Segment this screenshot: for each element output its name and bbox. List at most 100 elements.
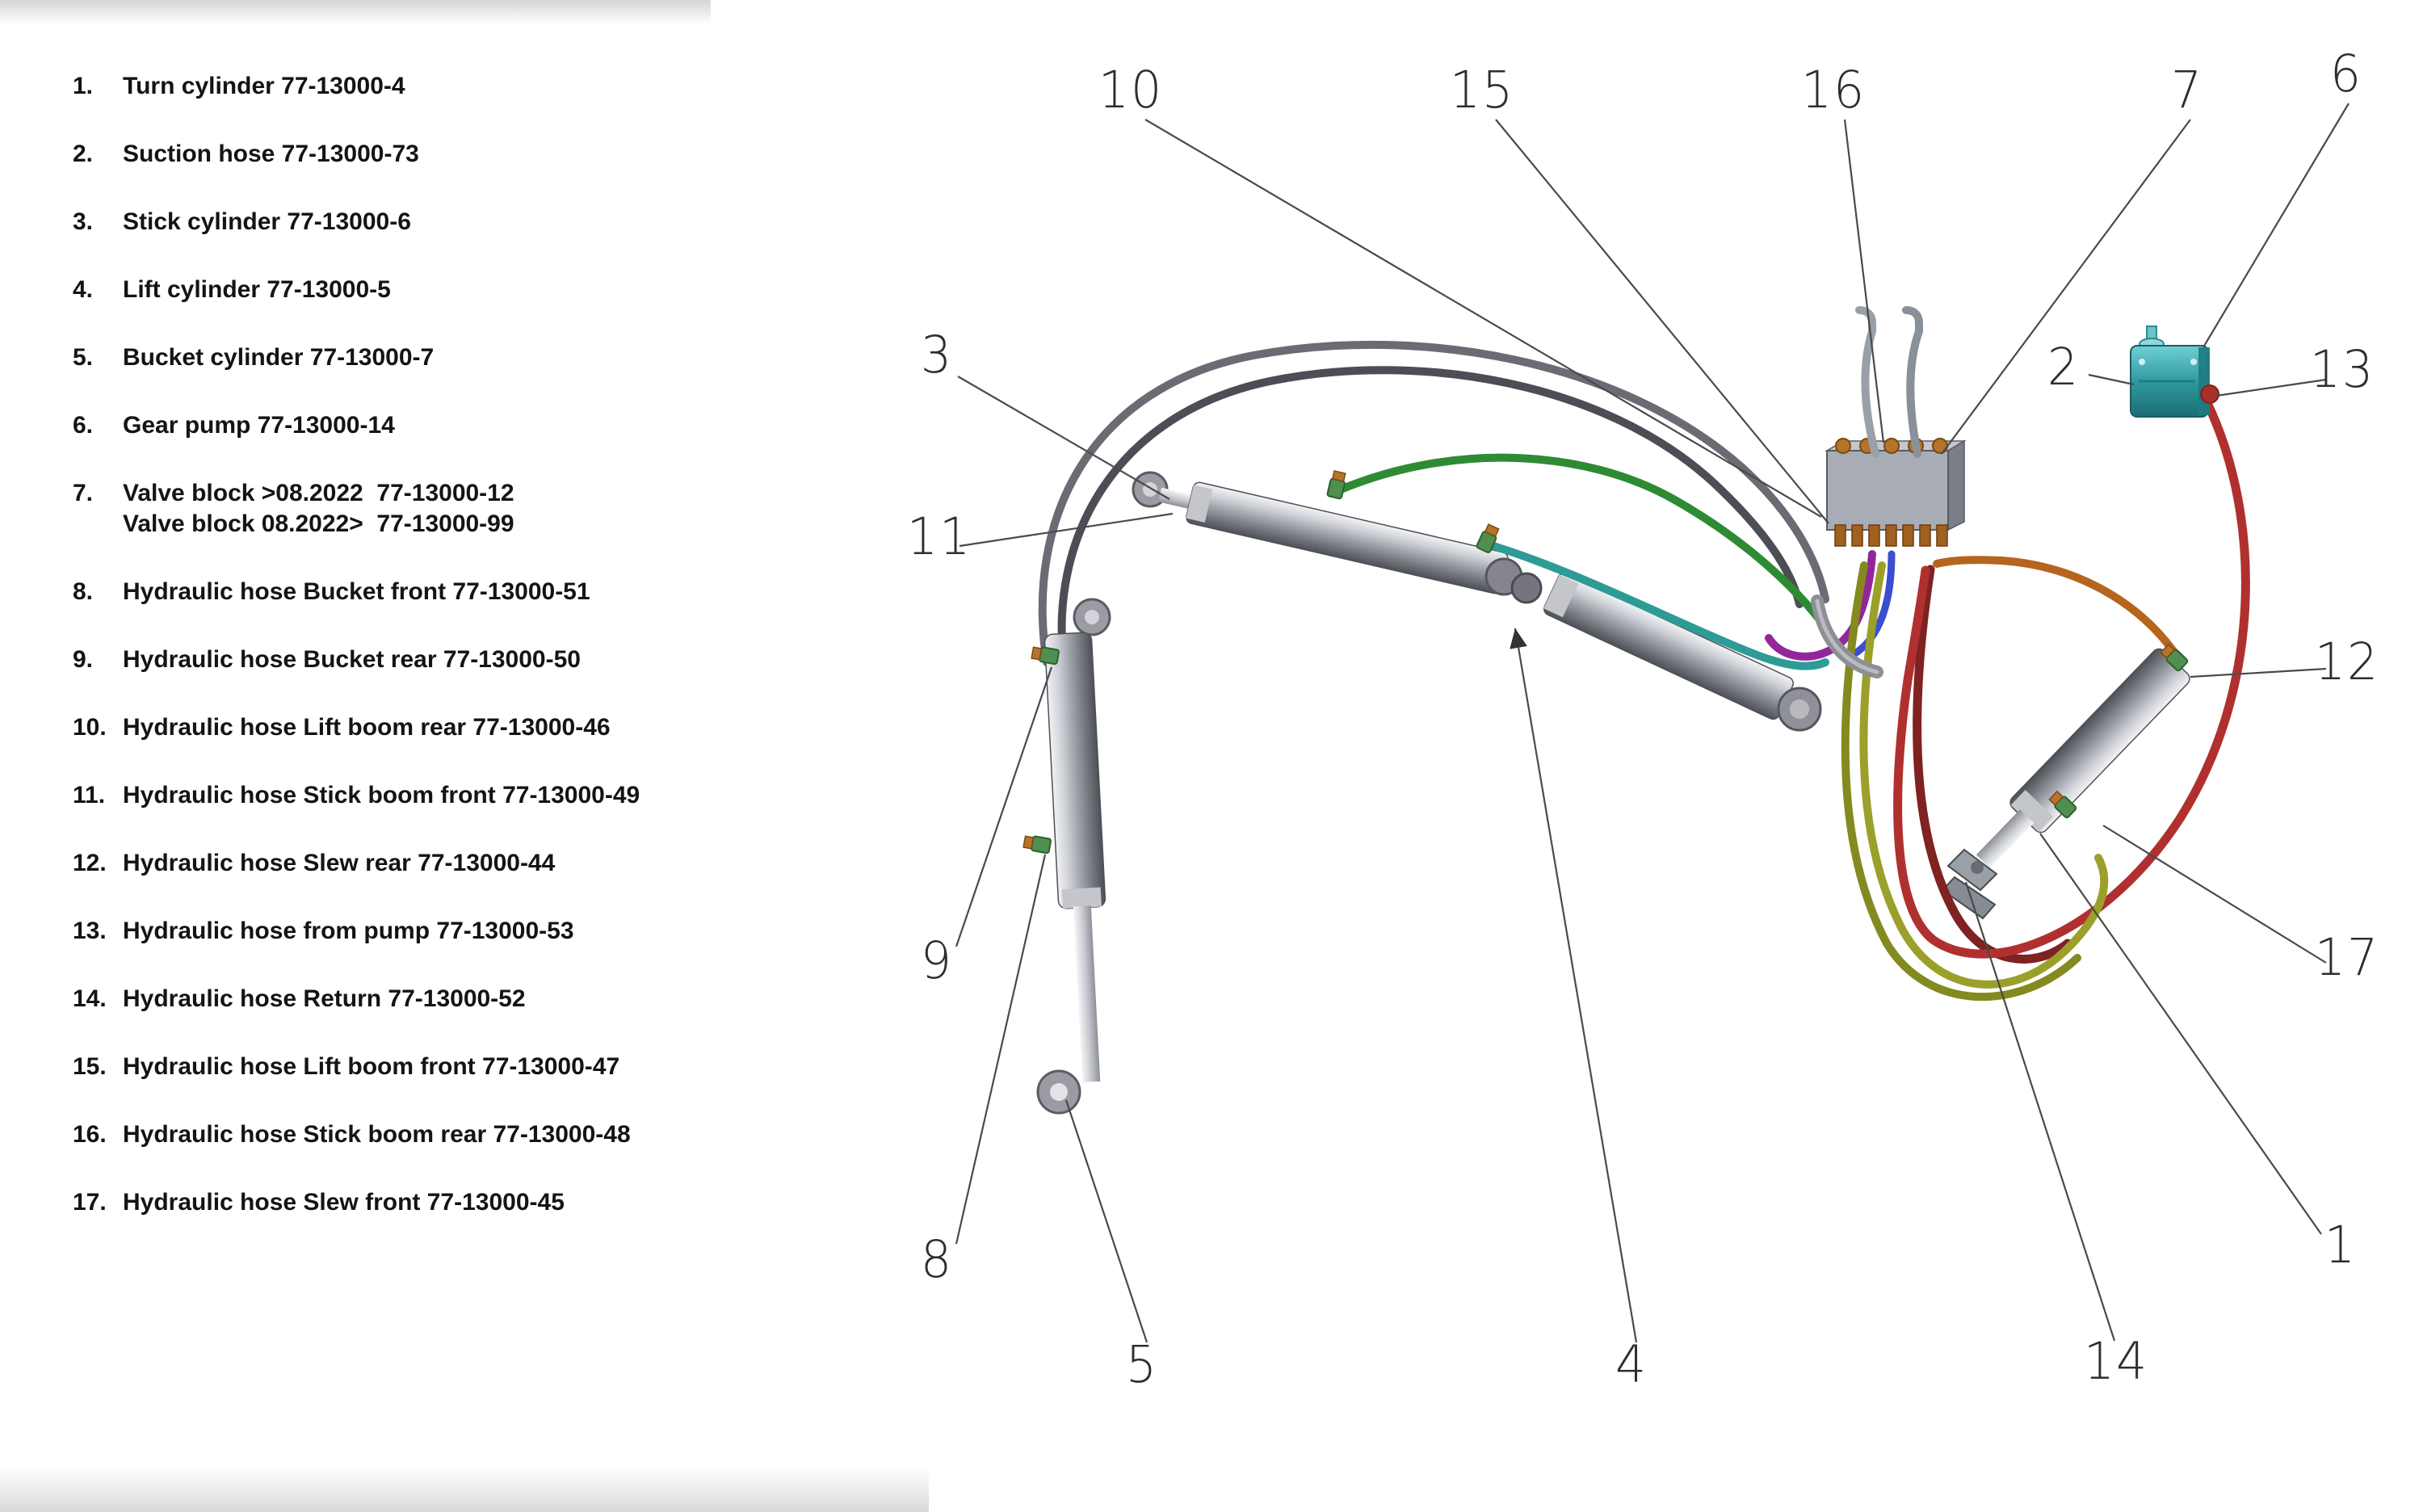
part-label: Turn cylinder 77-13000-4 (123, 73, 405, 99)
callout-8: 8 (920, 1229, 954, 1291)
lift-cylinder (1543, 572, 1822, 732)
leader-8 (955, 854, 1047, 1245)
leader-6 (2203, 103, 2350, 348)
part-label: Valve block >08.2022 77-13000-12 Valve b… (123, 478, 640, 540)
callout-9: 9 (920, 930, 954, 992)
leader-9 (955, 666, 1053, 947)
gear-pump (2130, 326, 2219, 418)
hose-blue (1844, 550, 1896, 662)
part-number: 2. (73, 141, 94, 167)
leader-5 (1065, 1099, 1149, 1343)
parts-list-item: 10. Hydraulic hose Lift boom rear 77-130… (73, 712, 640, 743)
hose-gray-2 (1057, 366, 1804, 673)
part-number: 7. (73, 480, 94, 506)
parts-list-item: 12. Hydraulic hose Slew rear 77-13000-44 (73, 848, 640, 879)
leader-14 (1964, 881, 2116, 1342)
callout-1: 1 (2324, 1215, 2358, 1276)
part-label: Hydraulic hose Bucket rear 77-13000-50 (123, 646, 581, 673)
part-number: 3. (73, 208, 94, 235)
part-number: 12. (73, 850, 107, 876)
scan-edge-top (0, 0, 711, 24)
fitting-stick-front (1326, 470, 1346, 500)
callout-2: 2 (2047, 337, 2081, 398)
stick-cylinder (1132, 471, 1509, 594)
fitting-turn-front (2048, 790, 2077, 819)
part-label: Hydraulic hose Return 77-13000-52 (123, 985, 526, 1012)
leader-7 (1941, 119, 2191, 455)
part-label: Hydraulic hose from pump 77-13000-53 (123, 918, 574, 944)
parts-list: 1. Turn cylinder 77-13000-4 2. Suction h… (73, 71, 640, 1255)
parts-list-item: 6. Gear pump 77-13000-14 (73, 410, 640, 441)
cylinder-clevis-joint (1484, 557, 1543, 604)
callout-17: 17 (2314, 927, 2380, 989)
leader-17 (2102, 825, 2327, 964)
hose-purple (1765, 550, 1876, 661)
parts-list-item: 14. Hydraulic hose Return 77-13000-52 (73, 984, 640, 1014)
parts-list-item: 4. Lift cylinder 77-13000-5 (73, 275, 640, 305)
parts-list-item: 5. Bucket cylinder 77-13000-7 (73, 342, 640, 373)
leader-13 (2215, 378, 2327, 397)
part-number: 4. (73, 276, 94, 303)
hose-teal (1479, 539, 1829, 670)
leader-16 (1843, 119, 1885, 443)
leader-15 (1495, 119, 1829, 524)
part-number: 5. (73, 344, 94, 371)
callout-3: 3 (920, 325, 954, 386)
part-label: Suction hose 77-13000-73 (123, 141, 419, 167)
leader-4 (1510, 628, 1638, 1343)
hose-olive-1 (1859, 561, 2109, 989)
metal-pipe-1 (1855, 306, 1879, 458)
callout-5: 5 (1125, 1334, 1159, 1396)
leader-10 (1144, 119, 1822, 518)
part-number: 14. (73, 985, 107, 1012)
leader-11 (959, 512, 1174, 548)
gray-elbow-highlight (1815, 598, 1879, 674)
part-label: Hydraulic hose Lift boom rear 77-13000-4… (123, 714, 611, 741)
part-label: Hydraulic hose Lift boom front 77-13000-… (123, 1053, 620, 1080)
leader-1 (2039, 833, 2322, 1235)
fitting-lift-front (1476, 523, 1500, 553)
part-label: Gear pump 77-13000-14 (123, 412, 395, 439)
hose-red (1893, 397, 2250, 959)
parts-list-item: 15. Hydraulic hose Lift boom front 77-13… (73, 1052, 640, 1082)
callout-12: 12 (2314, 632, 2380, 693)
callout-16: 16 (1800, 60, 1867, 121)
fitting-turn-rear (2160, 643, 2189, 672)
leader-3 (957, 376, 1170, 500)
scan-edge-bottom (0, 1468, 929, 1512)
hose-orange (1933, 556, 2183, 663)
callout-7: 7 (2170, 60, 2204, 121)
part-number: 13. (73, 918, 107, 944)
parts-list-item: 8. Hydraulic hose Bucket front 77-13000-… (73, 577, 640, 607)
part-label-line1: Valve block >08.2022 77-13000-12 (123, 480, 514, 506)
part-label: Hydraulic hose Slew rear 77-13000-44 (123, 850, 556, 876)
part-number: 6. (73, 412, 94, 439)
callout-14: 14 (2083, 1331, 2149, 1392)
turn-cylinder (1941, 648, 2190, 920)
callout-13: 13 (2309, 339, 2375, 401)
part-label: Stick cylinder 77-13000-6 (123, 208, 411, 235)
callout-leader-lines (955, 103, 2350, 1343)
turn-cylinder-bracket (1941, 848, 1998, 920)
part-label: Lift cylinder 77-13000-5 (123, 276, 391, 303)
part-label-line2: Valve block 08.2022> 77-13000-99 (123, 510, 514, 537)
hose-olive-2 (1841, 561, 2081, 1001)
part-number: 11. (73, 782, 106, 808)
valve-block (1825, 438, 1967, 547)
valve-block-bottom-fittings (1834, 524, 1948, 547)
part-number: 16. (73, 1121, 107, 1148)
part-number: 8. (73, 578, 94, 605)
callout-4: 4 (1615, 1334, 1648, 1396)
part-number: 15. (73, 1053, 107, 1080)
part-number: 17. (73, 1189, 107, 1216)
part-label: Hydraulic hose Stick boom rear 77-13000-… (123, 1121, 631, 1148)
part-number: 10. (73, 714, 107, 741)
callout-11: 11 (906, 506, 972, 568)
part-number: 9. (73, 646, 94, 673)
hose-gray-1 (1038, 340, 1829, 666)
callout-10: 10 (1098, 60, 1164, 121)
parts-list-item: 2. Suction hose 77-13000-73 (73, 139, 640, 170)
leader-2 (2088, 373, 2135, 386)
